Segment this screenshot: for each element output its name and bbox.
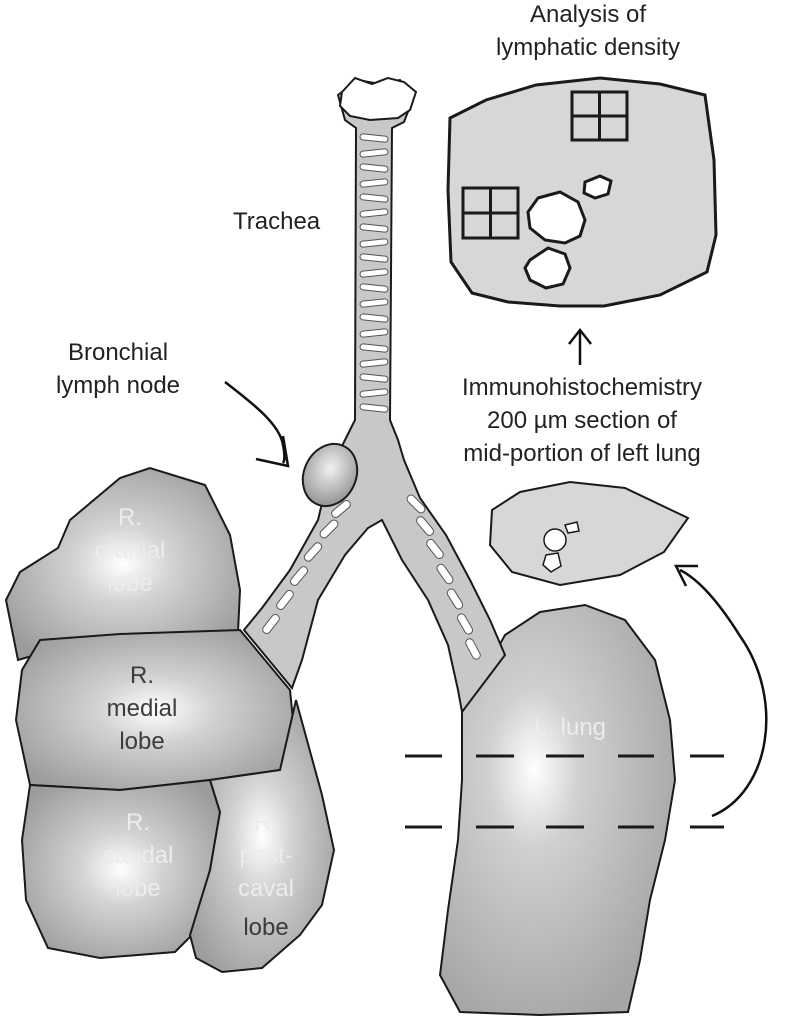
cartilage-ring xyxy=(359,403,389,413)
arrow-to-lymph-node xyxy=(224,381,286,464)
right-postcaval-lobe xyxy=(188,699,336,974)
cartilage-ring xyxy=(359,313,389,323)
cartilage-ring xyxy=(359,373,389,383)
cartilage-ring xyxy=(303,542,323,562)
section-vessels xyxy=(542,521,580,573)
r-medial-label-2: medial xyxy=(107,695,178,722)
counting-grid-top xyxy=(570,90,629,142)
cartilage-ring xyxy=(359,133,389,143)
cartilage-ring xyxy=(457,613,473,635)
analysis-title-line2: lymphatic density xyxy=(496,34,680,61)
r-medial-label-1: R. xyxy=(130,662,154,689)
cartilage-ring xyxy=(290,566,308,586)
ihc-label-line2: 200 µm section of xyxy=(487,407,677,434)
r-postcaval-label-3: caval xyxy=(238,875,294,902)
cartilage-ring xyxy=(359,163,389,173)
cartilage-ring xyxy=(276,589,294,611)
r-cranial-label-2: cranial xyxy=(95,537,166,564)
r-caudal-label-1: R. xyxy=(126,809,150,836)
cartilage-ring xyxy=(359,178,389,188)
l-lung-label: L. lung xyxy=(534,714,606,741)
counting-grid-left xyxy=(461,186,520,240)
trachea-top-cap xyxy=(338,76,418,122)
r-postcaval-label-4: lobe xyxy=(243,914,288,941)
r-cranial-label-3: lobe xyxy=(107,570,152,597)
cartilage-ring xyxy=(359,283,389,293)
r-medial-label-3: lobe xyxy=(119,728,164,755)
cartilage-ring xyxy=(436,563,454,585)
r-postcaval-label-2: post- xyxy=(239,842,292,869)
cartilage-ring xyxy=(446,588,464,610)
bronchial-label-line1: Bronchial xyxy=(68,339,168,366)
cartilage-ring xyxy=(359,238,389,248)
cartilage-ring xyxy=(465,638,481,660)
cartilage-ring xyxy=(416,516,434,536)
ihc-label-line1: Immunohistochemistry xyxy=(462,374,702,401)
analysis-section xyxy=(446,76,718,308)
trachea-label: Trachea xyxy=(233,208,321,235)
analysis-title-line1: Analysis of xyxy=(530,1,646,28)
bronchial-lymph-node xyxy=(301,442,359,508)
cartilage-ring xyxy=(426,538,444,560)
arrow-from-cut-to-section xyxy=(679,568,768,818)
cartilage-ring xyxy=(359,253,389,263)
cartilage-ring xyxy=(406,494,426,514)
cartilage-ring xyxy=(359,388,389,398)
cartilage-ring xyxy=(359,343,389,353)
cartilage-ring xyxy=(359,298,389,308)
section-cut-lines xyxy=(405,754,724,829)
bronchial-label-line2: lymph node xyxy=(56,372,180,399)
cartilage-ring xyxy=(359,193,389,203)
cartilage-ring xyxy=(331,500,351,518)
right-caudal-lobe xyxy=(20,778,222,960)
ihc-label-line3: mid-portion of left lung xyxy=(463,440,700,467)
arrow-from-cut-to-section-head xyxy=(673,564,698,587)
cartilage-ring xyxy=(359,148,389,158)
cartilage-ring xyxy=(359,358,389,368)
arrow-up-to-analysis-head xyxy=(568,327,592,345)
lung-section-slice xyxy=(488,480,690,587)
r-caudal-label-2: caudal xyxy=(103,842,174,869)
arrow-to-lymph-node-head xyxy=(255,435,290,468)
cartilage-ring xyxy=(359,328,389,338)
left-lung xyxy=(438,603,677,1017)
lymphatic-vessels xyxy=(523,174,613,290)
cartilage-rings xyxy=(262,133,481,660)
cartilage-ring xyxy=(359,223,389,233)
cartilage-ring xyxy=(359,268,389,278)
cartilage-ring xyxy=(359,208,389,218)
cartilage-ring xyxy=(262,613,280,635)
r-cranial-label-1: R. xyxy=(118,504,142,531)
cartilage-ring xyxy=(319,519,339,539)
r-postcaval-label-1: R. xyxy=(254,809,278,836)
r-caudal-label-3: lobe xyxy=(115,875,160,902)
